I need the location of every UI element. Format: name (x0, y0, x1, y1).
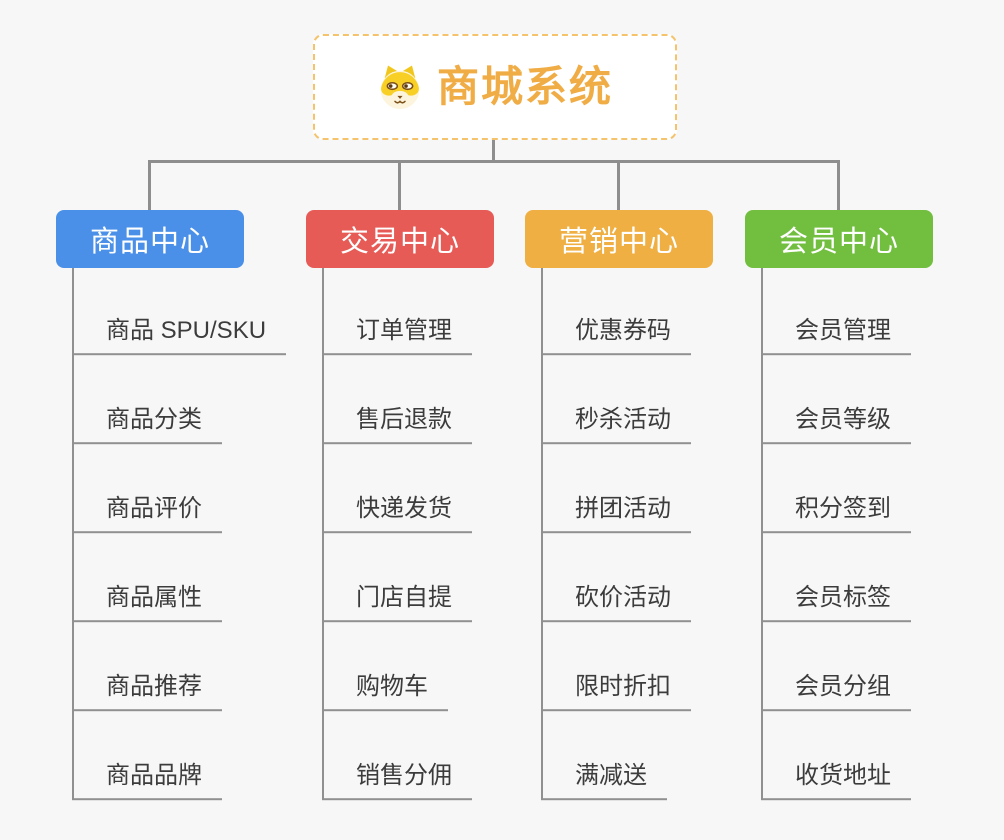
connector-root-vertical (492, 140, 495, 161)
sub-item[interactable]: 订单管理 (322, 317, 472, 355)
branch-spine-line (761, 268, 763, 800)
branch-spine-line (72, 268, 74, 800)
sub-item[interactable]: 会员管理 (761, 317, 911, 355)
sub-item[interactable]: 限时折扣 (541, 673, 691, 711)
connector-drop-1 (148, 160, 151, 212)
dog-face-icon (377, 64, 423, 110)
sub-item[interactable]: 商品评价 (72, 495, 222, 533)
branch-items: 商品 SPU/SKU 商品分类商品评价商品属性商品推荐商品品牌 (72, 268, 302, 802)
sub-item[interactable]: 商品品牌 (72, 762, 222, 800)
sub-item[interactable]: 会员等级 (761, 406, 911, 444)
root-node[interactable]: 商城系统 (313, 34, 677, 140)
connector-drop-3 (617, 160, 620, 212)
sub-item[interactable]: 拼团活动 (541, 495, 691, 533)
branch-spine-line (322, 268, 324, 800)
connector-drop-2 (398, 160, 401, 212)
sub-item[interactable]: 优惠券码 (541, 317, 691, 355)
sub-item[interactable]: 商品属性 (72, 584, 222, 622)
sub-item[interactable]: 收货地址 (761, 762, 911, 800)
connector-drop-4 (837, 160, 840, 212)
branch-member-center: 会员中心 会员管理会员等级积分签到会员标签会员分组收货地址 (745, 210, 995, 810)
sub-item[interactable]: 砍价活动 (541, 584, 691, 622)
branch-spine-line (541, 268, 543, 800)
sub-item[interactable]: 门店自提 (322, 584, 472, 622)
root-title: 商城系统 (436, 63, 613, 110)
connector-bus (148, 160, 840, 163)
branch-marketing-center: 营销中心 优惠券码秒杀活动拼团活动砍价活动限时折扣满减送 (525, 210, 775, 810)
branch-trade-center: 交易中心 订单管理售后退款快递发货门店自提购物车销售分佣 (306, 210, 556, 810)
branch-header-marketing[interactable]: 营销中心 (525, 210, 713, 268)
sub-item[interactable]: 满减送 (541, 762, 667, 800)
sub-item[interactable]: 购物车 (322, 673, 448, 711)
sub-item[interactable]: 商品 SPU/SKU (72, 317, 287, 355)
sub-item[interactable]: 售后退款 (322, 406, 472, 444)
branch-items: 订单管理售后退款快递发货门店自提购物车销售分佣 (322, 268, 552, 802)
branch-header-product[interactable]: 商品中心 (56, 210, 244, 268)
sub-item[interactable]: 快递发货 (322, 495, 472, 533)
sub-item[interactable]: 会员标签 (761, 584, 911, 622)
branch-header-trade[interactable]: 交易中心 (306, 210, 494, 268)
branch-product-center: 商品中心 商品 SPU/SKU 商品分类商品评价商品属性商品推荐商品品牌 (56, 210, 306, 810)
sub-item[interactable]: 秒杀活动 (541, 406, 691, 444)
sub-item[interactable]: 销售分佣 (322, 762, 472, 800)
sub-item[interactable]: 会员分组 (761, 673, 911, 711)
branch-items: 会员管理会员等级积分签到会员标签会员分组收货地址 (761, 268, 991, 802)
branch-items: 优惠券码秒杀活动拼团活动砍价活动限时折扣满减送 (541, 268, 771, 802)
sub-item[interactable]: 商品推荐 (72, 673, 222, 711)
sub-item[interactable]: 积分签到 (761, 495, 911, 533)
branch-header-member[interactable]: 会员中心 (745, 210, 933, 268)
sub-item[interactable]: 商品分类 (72, 406, 222, 444)
